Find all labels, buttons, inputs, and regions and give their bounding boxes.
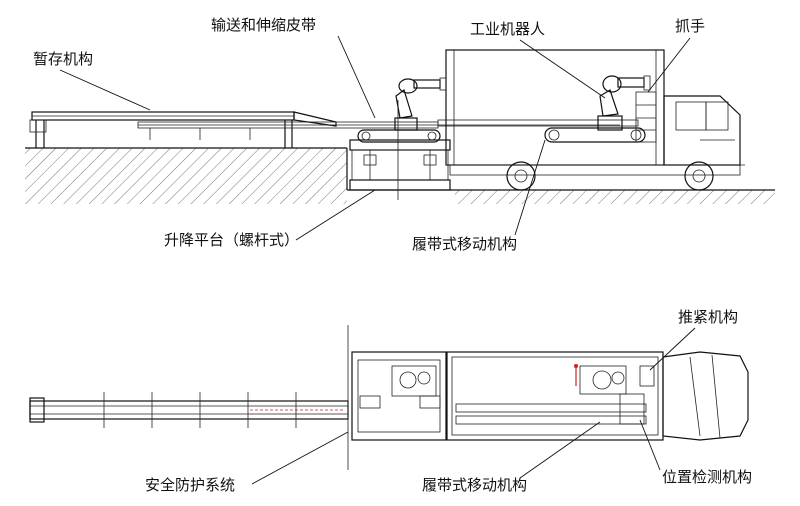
temp-storage-table: [29, 111, 337, 148]
leader-position-detect: [639, 419, 661, 471]
label-safety-system: 安全防护系统: [145, 476, 235, 494]
robot-arm-truck: [597, 75, 651, 131]
label-position-detect: 位置检测机构: [662, 468, 752, 486]
leader-robot: [519, 39, 606, 99]
side-elevation-view: 暂存机构 输送和伸缩皮带 工业机器人 抓手 升降平台（螺杆式） 履带式移动机构: [25, 16, 775, 253]
leader-gripper: [647, 37, 691, 93]
leader-safety: [251, 431, 349, 485]
ground-right: [455, 190, 775, 204]
platform-plan: [351, 351, 447, 441]
leader-crawler-top: [514, 139, 546, 236]
truck-plan: [446, 351, 749, 441]
leader-push-tight: [649, 327, 696, 371]
label-lift-platform: 升降平台（螺杆式）: [164, 231, 299, 249]
plan-view: 推紧机构 安全防护系统 履带式移动机构 位置检测机构: [29, 308, 752, 494]
leader-lift: [295, 189, 376, 241]
leader-crawler-bottom: [519, 421, 601, 479]
label-industrial-robot: 工业机器人: [470, 20, 545, 38]
crawler-in-truck: [544, 127, 646, 143]
leader-temp-storage: [59, 69, 151, 111]
label-crawler-top: 履带式移动机构: [412, 235, 517, 253]
ground-left: [25, 148, 347, 204]
telescopic-conveyor: [137, 119, 639, 140]
label-push-tight: 推紧机构: [678, 308, 738, 326]
robot-arm-left: [394, 77, 447, 131]
truck-rear-wheel: [506, 161, 536, 191]
label-conveyor-belt: 输送和伸缩皮带: [211, 16, 316, 34]
truck: [445, 49, 745, 191]
label-temp-storage: 暂存机构: [33, 50, 93, 68]
leader-conveyor: [337, 35, 376, 119]
storage-rail: [29, 392, 349, 428]
label-crawler-bottom: 履带式移动机构: [422, 476, 527, 494]
label-gripper: 抓手: [675, 17, 705, 35]
truck-front-wheel: [684, 161, 714, 191]
